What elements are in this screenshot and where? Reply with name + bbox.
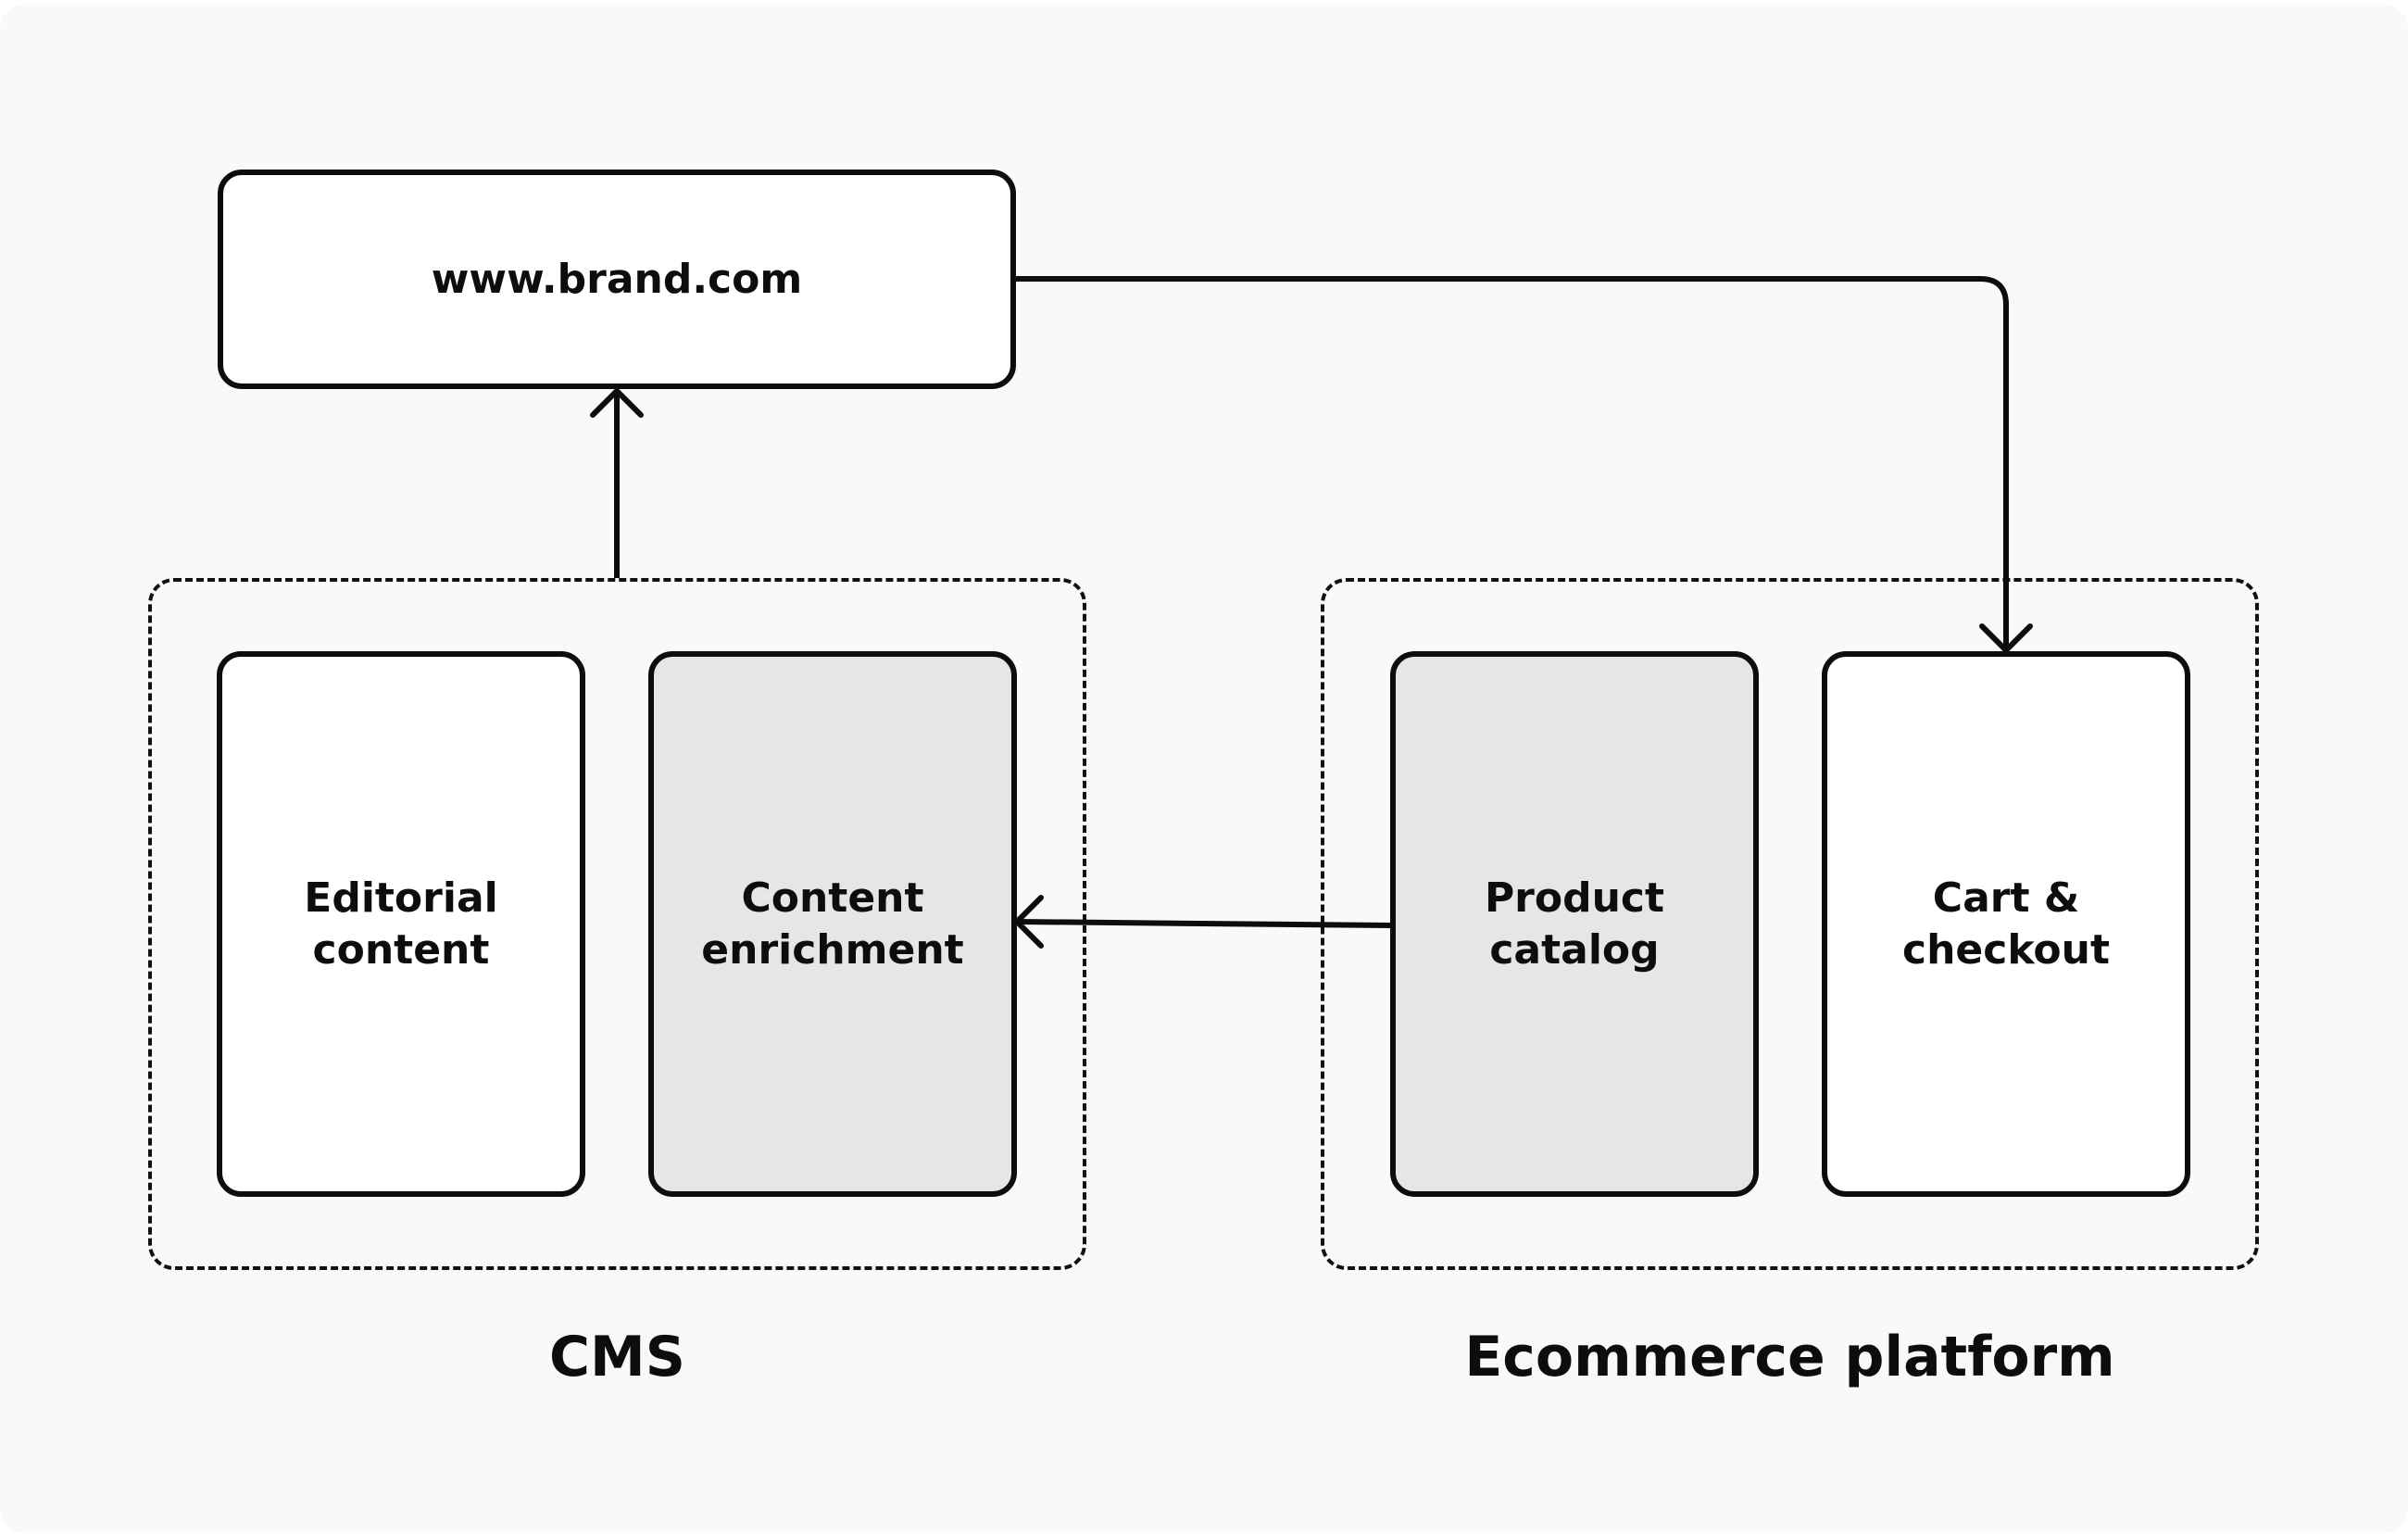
node-cart-checkout-label: Cart & checkout	[1902, 874, 2110, 974]
node-content-enrichment-label: Content enrichment	[701, 874, 964, 974]
arrowhead-down-icon	[1979, 623, 2033, 653]
arrowhead-left-icon	[1014, 895, 1044, 949]
arrowhead-up-icon	[590, 388, 644, 418]
node-content-enrichment: Content enrichment	[648, 651, 1017, 1197]
node-editorial-content-label: Editorial content	[304, 874, 498, 974]
cms-group-label: CMS	[549, 1325, 685, 1389]
node-product-catalog-label: Product catalog	[1484, 874, 1665, 974]
node-product-catalog: Product catalog	[1390, 651, 1759, 1197]
edge-cms-to-website	[590, 388, 644, 578]
ecommerce-group-label: Ecommerce platform	[1464, 1325, 2115, 1389]
node-website-label: www.brand.com	[431, 255, 803, 303]
edge-website-to-cart	[1015, 276, 2033, 653]
node-website: www.brand.com	[218, 170, 1016, 389]
node-cart-checkout: Cart & checkout	[1822, 651, 2190, 1197]
node-editorial-content: Editorial content	[217, 651, 585, 1197]
edge-catalog-to-enrichment	[1014, 895, 1393, 949]
